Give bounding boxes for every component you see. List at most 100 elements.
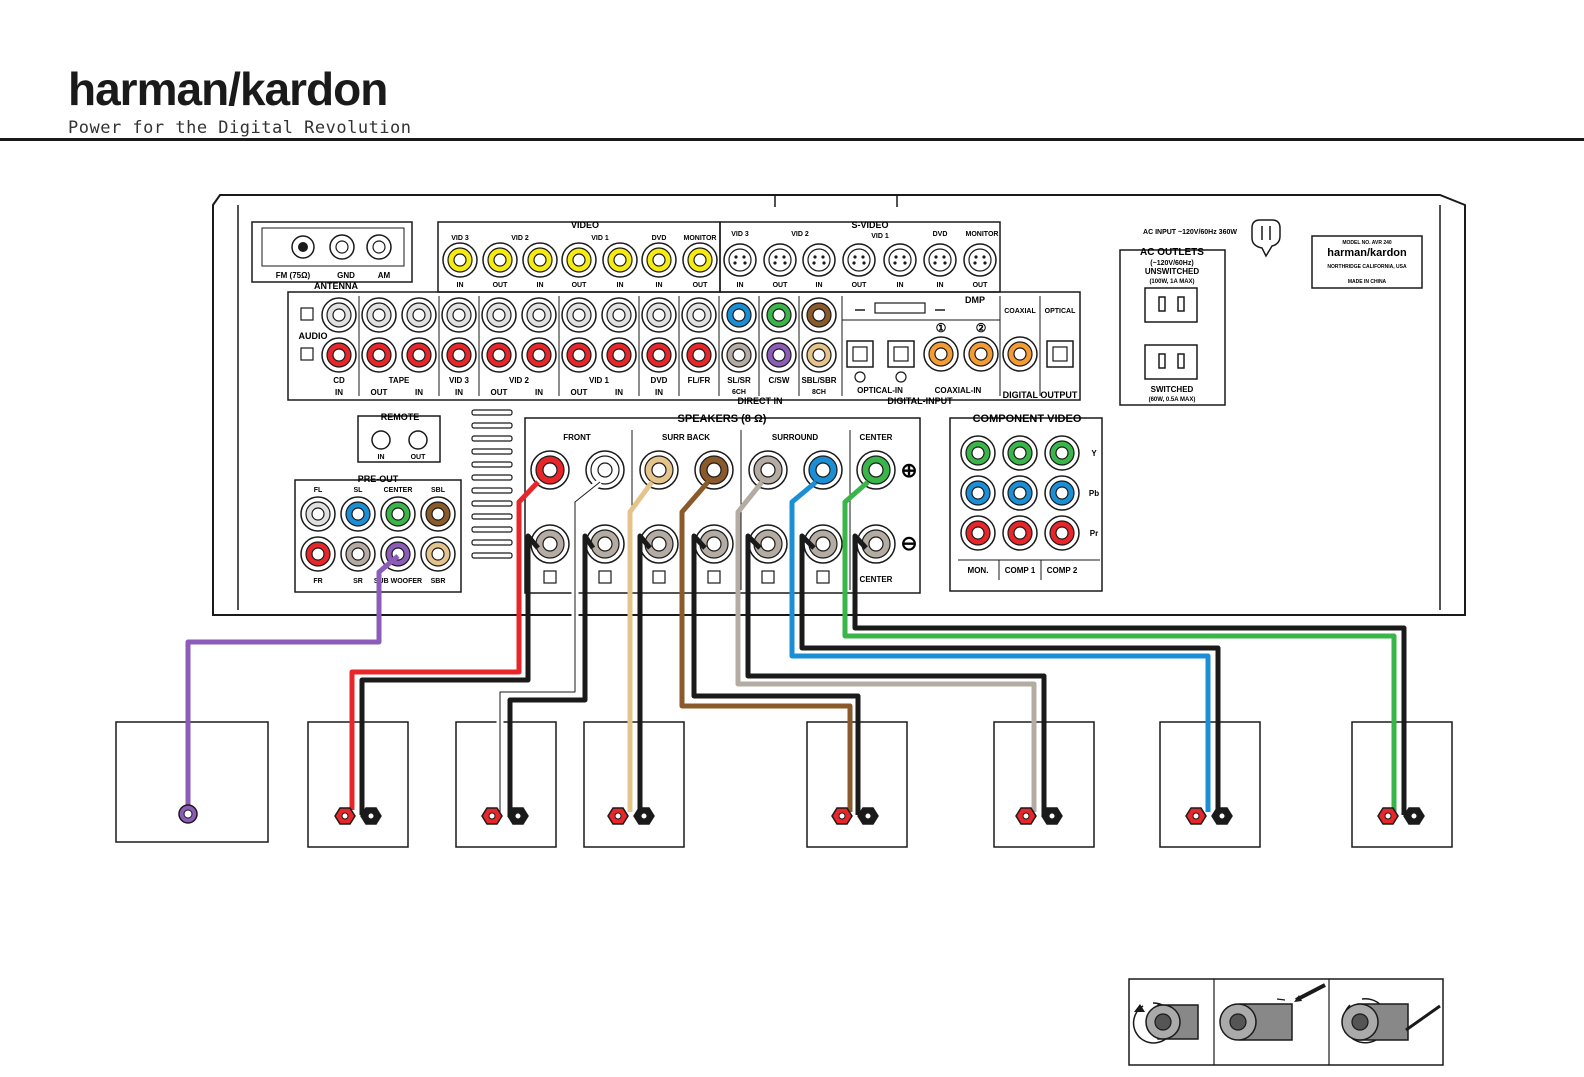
surrback-right-plus-wire — [627, 480, 655, 812]
coaxial-in-1[interactable] — [923, 336, 959, 372]
ac-section: AC INPUT ~120V/60Hz 360W AC OUTLETS (~12… — [1119, 219, 1281, 406]
svideo-jack[interactable] — [923, 243, 957, 277]
component-y-jack[interactable] — [960, 435, 996, 471]
svideo-group-label: VID 2 — [791, 231, 809, 238]
direct-in-sw[interactable] — [761, 337, 797, 373]
direct-in-sbr[interactable] — [801, 337, 837, 373]
audio-title: AUDIO — [299, 331, 328, 341]
preout-fr[interactable] — [300, 536, 336, 572]
component-video-panel: COMPONENT VIDEO Y Pb Pr MON. COMP 1 COMP… — [949, 413, 1103, 592]
component-pr-jack[interactable] — [1044, 515, 1080, 551]
audio-jack-left[interactable] — [481, 297, 517, 333]
svideo-jack[interactable] — [763, 243, 797, 277]
direct-in-sbl[interactable] — [801, 297, 837, 333]
direct-in-fl[interactable] — [681, 297, 717, 333]
speaker-boxes — [115, 721, 1453, 848]
speaker-front-right-plus[interactable] — [585, 450, 625, 490]
video-jack[interactable] — [641, 242, 677, 278]
optical-in-1[interactable] — [846, 340, 874, 368]
audio-jack-right[interactable] — [561, 337, 597, 373]
speakers-surrback-label: SURR BACK — [662, 433, 710, 442]
surround-left-plus-wire — [789, 480, 1211, 812]
surround-right-minus-wire — [745, 533, 1047, 815]
audio-jack-left[interactable] — [321, 297, 357, 333]
optical-in-2[interactable] — [887, 340, 915, 368]
speaker-wires — [185, 479, 1407, 815]
audio-jack-right[interactable] — [601, 337, 637, 373]
preout-center[interactable] — [380, 496, 416, 532]
video-jack[interactable] — [561, 242, 597, 278]
antenna-label-am: AM — [378, 271, 391, 280]
video-jack[interactable] — [442, 242, 478, 278]
video-jack[interactable] — [602, 242, 638, 278]
direct-in-c[interactable] — [761, 297, 797, 333]
unswitched-outlet[interactable] — [1144, 287, 1198, 323]
component-video-title: COMPONENT VIDEO — [973, 413, 1082, 425]
speaker-surround-left-plus[interactable] — [803, 450, 843, 490]
component-pb-jack[interactable] — [960, 475, 996, 511]
optical-out[interactable] — [1046, 340, 1074, 368]
preout-sr[interactable] — [340, 536, 376, 572]
direct-in-sl[interactable] — [721, 297, 757, 333]
component-pr-jack[interactable] — [1002, 515, 1038, 551]
svideo-jack[interactable] — [723, 243, 757, 277]
preout-fl[interactable] — [300, 496, 336, 532]
preout-panel: PRE-OUT FL SL CENTER SBL FR SR SUB WOOFE… — [294, 474, 462, 593]
audio-jack-right[interactable] — [521, 337, 557, 373]
audio-port-label: IN — [535, 388, 543, 397]
preout-sbl[interactable] — [420, 496, 456, 532]
antenna-label-gnd: GND — [337, 271, 355, 280]
component-pb-jack[interactable] — [1002, 475, 1038, 511]
direct-in-sr[interactable] — [721, 337, 757, 373]
speaker-surrback-right-plus[interactable] — [639, 450, 679, 490]
speakers-center-bottom-label: CENTER — [860, 575, 893, 584]
ac-switched-spec: (60W, 0.5A MAX) — [1149, 397, 1196, 403]
dmp-label: DMP — [965, 295, 985, 305]
switched-outlet[interactable] — [1144, 344, 1198, 380]
audio-jack-left[interactable] — [641, 297, 677, 333]
plate-place: NORTHRIDGE CALIFORNIA, USA — [1327, 264, 1407, 270]
speaker-surround-right-plus[interactable] — [748, 450, 788, 490]
audio-jack-left[interactable] — [601, 297, 637, 333]
audio-jack-left[interactable] — [561, 297, 597, 333]
svideo-jack[interactable] — [883, 243, 917, 277]
video-jack[interactable] — [482, 242, 518, 278]
audio-jack-right[interactable] — [481, 337, 517, 373]
speaker-surrback-left-plus[interactable] — [694, 450, 734, 490]
coaxial-out[interactable] — [1002, 336, 1038, 372]
preout-sl[interactable] — [340, 496, 376, 532]
front-left-minus-wire — [359, 533, 540, 815]
audio-jack-left[interactable] — [361, 297, 397, 333]
direct-in-fr[interactable] — [681, 337, 717, 373]
component-y-jack[interactable] — [1002, 435, 1038, 471]
audio-jack-right[interactable] — [321, 337, 357, 373]
audio-jack-left[interactable] — [441, 297, 477, 333]
remote-out-jack[interactable] — [408, 430, 428, 450]
audio-jack-left[interactable] — [401, 297, 437, 333]
speakers-center-label: CENTER — [860, 433, 893, 442]
coaxial-in-2[interactable] — [963, 336, 999, 372]
video-port-label: OUT — [693, 282, 709, 289]
audio-jack-right[interactable] — [401, 337, 437, 373]
svideo-jack[interactable] — [802, 243, 836, 277]
component-pr-jack[interactable] — [960, 515, 996, 551]
component-pb-jack[interactable] — [1044, 475, 1080, 511]
remote-in-jack[interactable] — [371, 430, 391, 450]
svideo-port-label: IN — [737, 282, 744, 289]
audio-jack-left[interactable] — [521, 297, 557, 333]
video-jack[interactable] — [682, 242, 718, 278]
preout-fr-label: FR — [313, 578, 322, 585]
antenna-panel: FM (75Ω) GND AM ANTENNA — [251, 221, 413, 291]
svideo-jack[interactable] — [963, 243, 997, 277]
audio-jack-right[interactable] — [361, 337, 397, 373]
video-jack[interactable] — [522, 242, 558, 278]
audio-jack-right[interactable] — [641, 337, 677, 373]
component-y-jack[interactable] — [1044, 435, 1080, 471]
component-col-comp1: COMP 1 — [1005, 566, 1036, 575]
preout-sbr[interactable] — [420, 536, 456, 572]
direct-in-label: FL/FR — [688, 376, 711, 385]
svideo-port-label: IN — [937, 282, 944, 289]
audio-jack-right[interactable] — [441, 337, 477, 373]
svideo-jack[interactable] — [842, 243, 876, 277]
ac-unswitched-spec: (100W, 1A MAX) — [1149, 279, 1194, 285]
